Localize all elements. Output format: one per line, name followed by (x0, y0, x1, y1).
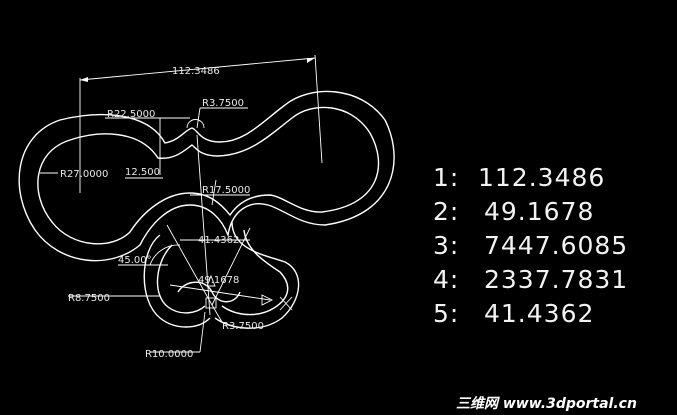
result-row: 4: 2337.7831 (433, 265, 628, 294)
result-value: 41.4362 (484, 299, 594, 328)
watermark: 三维网 www.3dportal.cn (456, 395, 637, 412)
lower-lobe-left-inner (156, 244, 206, 314)
dim-r3-top: R3.7500 (202, 98, 244, 109)
lower-lobe-right (214, 221, 300, 329)
result-row: 1: 112.3486 (433, 163, 605, 192)
result-value: 2337.7831 (484, 265, 628, 294)
result-number: 4: (433, 265, 459, 294)
result-value: 112.3486 (478, 163, 605, 192)
center-loop (177, 281, 241, 303)
result-value: 7447.6085 (484, 231, 628, 260)
lower-lobe-right-inner (221, 229, 289, 316)
part-outline (18, 90, 395, 329)
dimension-lines (40, 54, 323, 353)
result-row: 3: 7447.6085 (433, 231, 628, 260)
lower-lobe-left (143, 234, 211, 328)
results-list: 1: 112.3486 2: 49.1678 3: 7447.6085 4: 2… (433, 163, 628, 328)
dim-r8: R8.7500 (68, 293, 110, 304)
result-row: 5: 41.4362 (433, 299, 594, 328)
inner-contour (37, 106, 380, 245)
outer-contour (18, 90, 395, 262)
result-row: 2: 49.1678 (433, 197, 594, 226)
result-number: 3: (433, 231, 459, 260)
notch-arc (186, 119, 205, 129)
result-number: 1: (433, 163, 459, 192)
result-number: 5: (433, 299, 459, 328)
dim-12: 12.500 (125, 167, 160, 178)
result-number: 2: (433, 197, 459, 226)
dim-top-overall: 112.3486 (172, 66, 220, 77)
dim-angle: 45.00° (118, 255, 152, 266)
dim-41: 41.4362 (198, 235, 239, 246)
dim-r27: R27.0000 (60, 169, 108, 180)
result-value: 49.1678 (484, 197, 594, 226)
dim-r17: R17.5000 (202, 185, 250, 196)
dim-r3-bottom: R3.7500 (222, 321, 264, 332)
dim-r22: R22.5000 (107, 109, 155, 120)
dim-r10: R10.0000 (145, 349, 193, 360)
dim-49: 49.1678 (198, 275, 239, 286)
